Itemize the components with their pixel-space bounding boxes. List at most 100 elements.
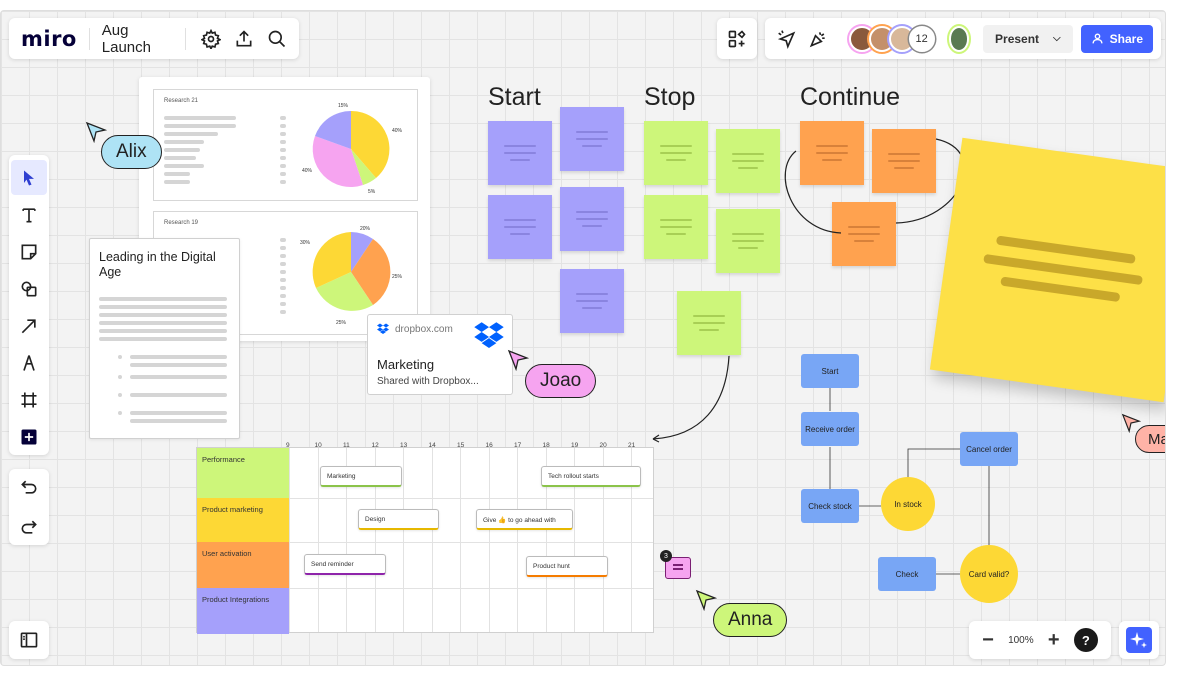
bar-design[interactable]: Design (358, 509, 439, 530)
undo-icon[interactable] (11, 470, 47, 504)
share-button[interactable]: Share (1080, 24, 1153, 53)
timeline-day-header: 15 (457, 442, 465, 449)
timeline-grid-line (574, 448, 575, 632)
zoom-level[interactable]: 100% (1008, 634, 1034, 646)
bar-marketing[interactable]: Marketing (320, 466, 402, 487)
sticky-text-line (732, 240, 764, 242)
sticky-text-line (582, 145, 602, 147)
text-tool[interactable] (11, 197, 47, 232)
sticky-note[interactable] (872, 129, 936, 193)
sticky-text-line (504, 219, 536, 221)
pie21-label-bottom: 5% (368, 189, 376, 195)
add-tool[interactable] (11, 419, 47, 454)
timeline-grid-line (545, 448, 547, 632)
sticky-text-line (666, 159, 686, 161)
row-product-integrations (197, 588, 289, 634)
sticky-note[interactable] (832, 202, 896, 266)
pointer-icon (24, 170, 34, 185)
large-sticky-note[interactable] (929, 137, 1165, 403)
apps-icon[interactable] (727, 29, 747, 49)
sticky-note[interactable] (488, 195, 552, 259)
bar-product-hunt[interactable]: Product hunt (526, 556, 608, 577)
cursor-label-maria: Maria (1135, 425, 1165, 453)
help-button[interactable]: ? (1073, 628, 1098, 652)
frame-tool[interactable] (11, 382, 47, 417)
comment-bubble[interactable]: 3 (660, 550, 691, 579)
column-title-stop: Stop (644, 83, 696, 111)
zoom-out-icon[interactable]: − (982, 628, 994, 651)
row-label-product-integrations: Product Integrations (202, 595, 270, 604)
celebrate-icon[interactable] (808, 25, 829, 53)
shapes-tool[interactable] (11, 271, 47, 306)
flow-check[interactable]: Check (878, 557, 936, 591)
gear-icon[interactable] (198, 25, 223, 53)
miro-logo[interactable]: miro (21, 26, 77, 51)
cursor-select-icon[interactable] (777, 25, 798, 53)
bar-send-reminder[interactable]: Send reminder (304, 554, 386, 575)
sticky-note-tool[interactable] (11, 234, 47, 269)
current-user-avatar[interactable] (948, 25, 970, 52)
flow-in-stock[interactable]: In stock (881, 477, 935, 531)
apps-panel[interactable] (717, 18, 757, 59)
flow-cancel-order[interactable]: Cancel order (960, 432, 1018, 466)
upload-icon[interactable] (231, 25, 256, 53)
timeline-board[interactable]: Performance Product marketing User activ… (196, 447, 654, 634)
text-icon (22, 207, 36, 222)
sticky-note[interactable] (644, 121, 708, 185)
cursor-label-anna: Anna (713, 603, 788, 637)
bar-give-go-ahead[interactable]: Give 👍 to go ahead with (476, 509, 573, 530)
select-tool[interactable] (11, 160, 47, 195)
flow-start[interactable]: Start (801, 354, 859, 388)
present-button[interactable]: Present ⌵ (983, 24, 1073, 53)
sticky-note[interactable] (716, 209, 780, 273)
sticky-note[interactable] (800, 121, 864, 185)
research-21-chart[interactable]: Research 21 (153, 89, 418, 201)
panel-toggle[interactable] (9, 621, 49, 659)
ai-assistant-panel[interactable] (1119, 621, 1159, 659)
dropbox-title: Marketing (377, 357, 435, 372)
timeline-day-header: 21 (628, 442, 636, 449)
flow-receive-order[interactable]: Receive order (801, 412, 859, 446)
avatar-group[interactable]: 12 (848, 25, 935, 52)
research-19-title: Research 19 (164, 220, 199, 226)
sticky-note[interactable] (488, 121, 552, 185)
sticky-note[interactable] (560, 107, 624, 171)
sparkle-icon[interactable] (1126, 627, 1152, 653)
dropbox-small-icon (377, 323, 389, 334)
zoom-in-icon[interactable]: + (1047, 628, 1060, 651)
timeline-day-header: 9 (286, 442, 290, 449)
avatar-overflow-count[interactable]: 12 (908, 25, 935, 52)
board-title[interactable]: Aug Launch (101, 21, 151, 56)
chevron-down-icon[interactable]: ⌵ (1053, 33, 1061, 44)
bar-tech-rollout[interactable]: Tech rollout starts (541, 466, 641, 487)
arrow-tool[interactable] (11, 308, 47, 343)
plus-icon (21, 429, 37, 444)
sticky-text-line (504, 152, 536, 154)
sticky-note[interactable] (560, 269, 624, 333)
pie19-label-right: 25% (392, 274, 403, 280)
document-card[interactable]: Leading in the Digital Age (89, 238, 240, 439)
sticky-note[interactable] (677, 291, 741, 355)
sticky-note[interactable] (560, 187, 624, 251)
redo-icon[interactable] (11, 510, 47, 544)
dropbox-domain: dropbox.com (395, 324, 453, 335)
timeline-day-header: 11 (343, 442, 350, 449)
pie21-label-top: 15% (338, 103, 349, 109)
search-icon[interactable] (264, 25, 289, 53)
flow-card-valid[interactable]: Card valid? (960, 545, 1018, 603)
pen-tool[interactable] (11, 345, 47, 380)
timeline-day-header: 17 (514, 442, 522, 449)
cursor-label-alix: Alix (101, 135, 162, 169)
flow-check-stock[interactable]: Check stock (801, 489, 859, 523)
board-canvas[interactable]: Research 21 (0, 10, 1166, 666)
sticky-text-line (660, 152, 692, 154)
sticky-note[interactable] (716, 129, 780, 193)
comment-count: 3 (660, 550, 672, 562)
sticky-note[interactable] (644, 195, 708, 259)
column-title-start: Start (488, 83, 541, 111)
sticky-text-line (660, 226, 692, 228)
history-panel (9, 469, 49, 545)
arrow-icon (21, 318, 36, 333)
sticky-text-line (693, 322, 725, 324)
dropbox-card[interactable]: dropbox.com Marketing Shared with Dropbo… (367, 314, 513, 395)
